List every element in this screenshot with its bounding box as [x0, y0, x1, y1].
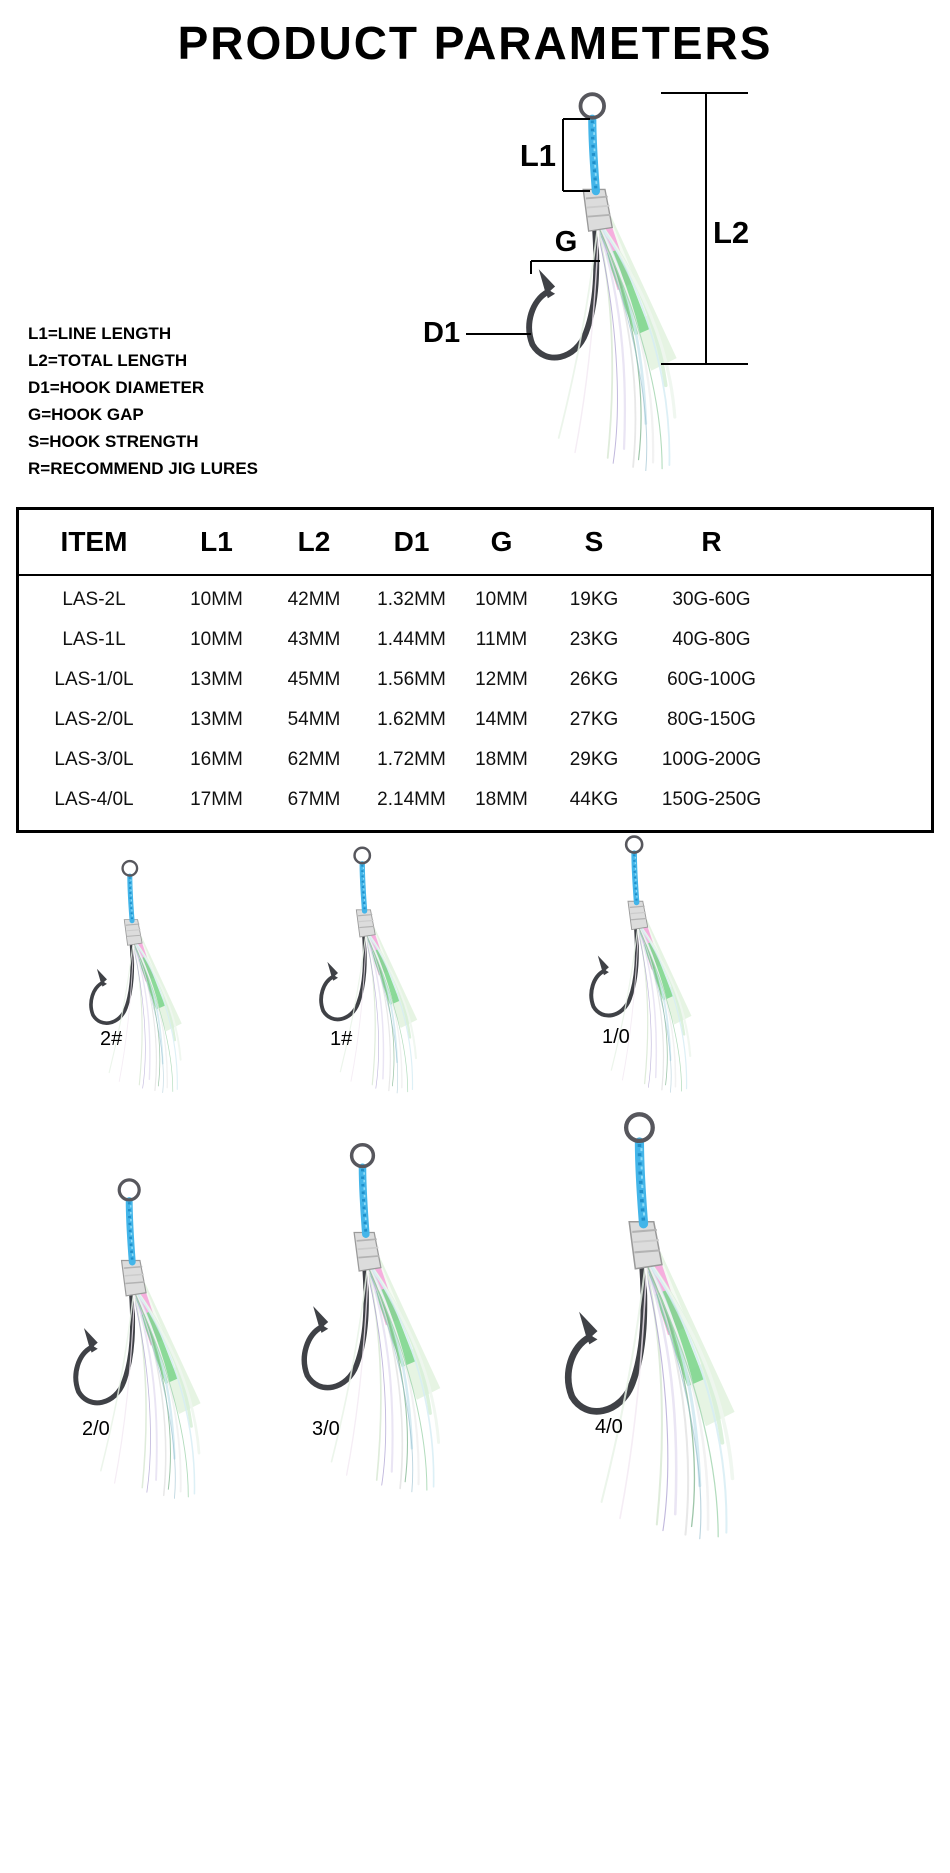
- table-cell: LAS-1/0L: [54, 669, 134, 690]
- table-cell: 18MM: [475, 749, 528, 770]
- header-cell-r: R: [701, 526, 722, 557]
- table-cell: 62MM: [287, 749, 341, 770]
- table-cell: 1.56MM: [377, 669, 446, 690]
- table-row: LAS-2L 10MM 42MM 1.32MM 10MM 19KG 30G-60…: [19, 580, 931, 620]
- table-cell: 1.32MM: [377, 589, 446, 610]
- legend-line-s: S=HOOK STRENGTH: [28, 432, 199, 451]
- spec-table: ITEM L1 L2 D1 G S R LAS-2L 10MM 42MM 1.3…: [16, 507, 934, 833]
- table-row: LAS-1L 10MM 43MM 1.44MM 11MM 23KG 40G-80…: [19, 620, 931, 660]
- header-cell-l1: L1: [200, 526, 233, 557]
- table-cell: LAS-2L: [62, 589, 126, 610]
- hook-image: [568, 831, 704, 1096]
- table-cell: 100G-200G: [661, 749, 762, 770]
- table-body: LAS-2L 10MM 42MM 1.32MM 10MM 19KG 30G-60…: [19, 576, 931, 830]
- hook-diagram-image: [495, 86, 695, 476]
- hook-image: [530, 1105, 755, 1545]
- hook-image: [47, 1173, 216, 1503]
- page-title: PRODUCT PARAMETERS: [177, 17, 773, 69]
- legend-line-r: R=RECOMMEND JIG LURES: [28, 459, 258, 478]
- table-row: LAS-2/0L 13MM 54MM 1.62MM 14MM 27KG 80G-…: [19, 700, 931, 740]
- size-label: 1/0: [602, 1026, 630, 1048]
- table-cell: 26KG: [569, 669, 619, 690]
- table-cell: 44KG: [569, 789, 619, 810]
- table-cell: 12MM: [475, 669, 528, 690]
- table-cell: 18MM: [475, 789, 528, 810]
- legend-line-g: G=HOOK GAP: [28, 405, 144, 424]
- table-cell: 2.14MM: [377, 789, 446, 810]
- size-label: 4/0: [595, 1416, 623, 1438]
- table-cell: 1.62MM: [377, 709, 446, 730]
- table-cell: 19KG: [569, 589, 619, 610]
- table-cell: LAS-2/0L: [54, 709, 134, 730]
- table-cell: 11MM: [475, 629, 528, 650]
- d1-label: D1: [423, 317, 460, 349]
- table-cell: 17MM: [190, 789, 243, 810]
- size-label: 2#: [100, 1028, 123, 1050]
- table-cell: 40G-80G: [672, 629, 751, 650]
- size-label: 2/0: [82, 1418, 110, 1440]
- table-cell: 29KG: [569, 749, 619, 770]
- table-cell: 42MM: [287, 589, 341, 610]
- table-cell: 30G-60G: [672, 589, 751, 610]
- table-cell: LAS-4/0L: [54, 789, 134, 810]
- table-cell: LAS-1L: [62, 629, 126, 650]
- table-cell: 1.72MM: [377, 749, 446, 770]
- size-label: 3/0: [312, 1418, 340, 1440]
- table-header-row: ITEM L1 L2 D1 G S R: [19, 510, 931, 576]
- table-cell: 13MM: [190, 709, 243, 730]
- header-cell-d1: D1: [393, 526, 430, 557]
- table-row: LAS-4/0L 17MM 67MM 2.14MM 18MM 44KG 150G…: [19, 780, 931, 820]
- header-cell-l2: L2: [297, 526, 331, 557]
- hook-image: [70, 856, 193, 1096]
- table-cell: 43MM: [287, 629, 341, 650]
- table-row: LAS-3/0L 16MM 62MM 1.72MM 18MM 29KG 100G…: [19, 740, 931, 780]
- table-cell: 10MM: [190, 589, 243, 610]
- table-cell: LAS-3/0L: [54, 749, 134, 770]
- table-cell: 27KG: [569, 709, 619, 730]
- header-cell-s: S: [584, 526, 604, 557]
- table-cell: 10MM: [190, 629, 243, 650]
- legend: L1=LINE LENGTH L2=TOTAL LENGTH D1=HOOK D…: [28, 320, 258, 482]
- table-cell: 14MM: [475, 709, 528, 730]
- l2-label: L2: [713, 215, 749, 250]
- header-cell-item: ITEM: [60, 526, 128, 557]
- table-cell: 13MM: [190, 669, 243, 690]
- table-cell: 67MM: [287, 789, 341, 810]
- header-cell-g: G: [490, 526, 513, 557]
- size-label: 1#: [330, 1028, 353, 1050]
- table-cell: 60G-100G: [667, 669, 756, 690]
- measurement-diagram: L1 L2 G D1 L1=LINE LENGTH L2=TOTAL LENGT…: [0, 0, 950, 505]
- table-cell: 23KG: [569, 629, 619, 650]
- table-cell: 45MM: [287, 669, 341, 690]
- legend-line-l1: L1=LINE LENGTH: [28, 324, 172, 343]
- table-row: LAS-1/0L 13MM 45MM 1.56MM 12MM 26KG 60G-…: [19, 660, 931, 700]
- table-cell: 1.44MM: [377, 629, 446, 650]
- hook-image: [299, 842, 429, 1097]
- legend-line-d1: D1=HOOK DIAMETER: [28, 378, 205, 397]
- table-cell: 54MM: [287, 709, 341, 730]
- legend-line-l2: L2=TOTAL LENGTH: [28, 351, 188, 370]
- table-cell: 10MM: [475, 589, 528, 610]
- table-cell: 80G-150G: [667, 709, 756, 730]
- table-cell: 16MM: [190, 749, 243, 770]
- hook-image: [273, 1137, 457, 1497]
- table-cell: 150G-250G: [661, 789, 762, 810]
